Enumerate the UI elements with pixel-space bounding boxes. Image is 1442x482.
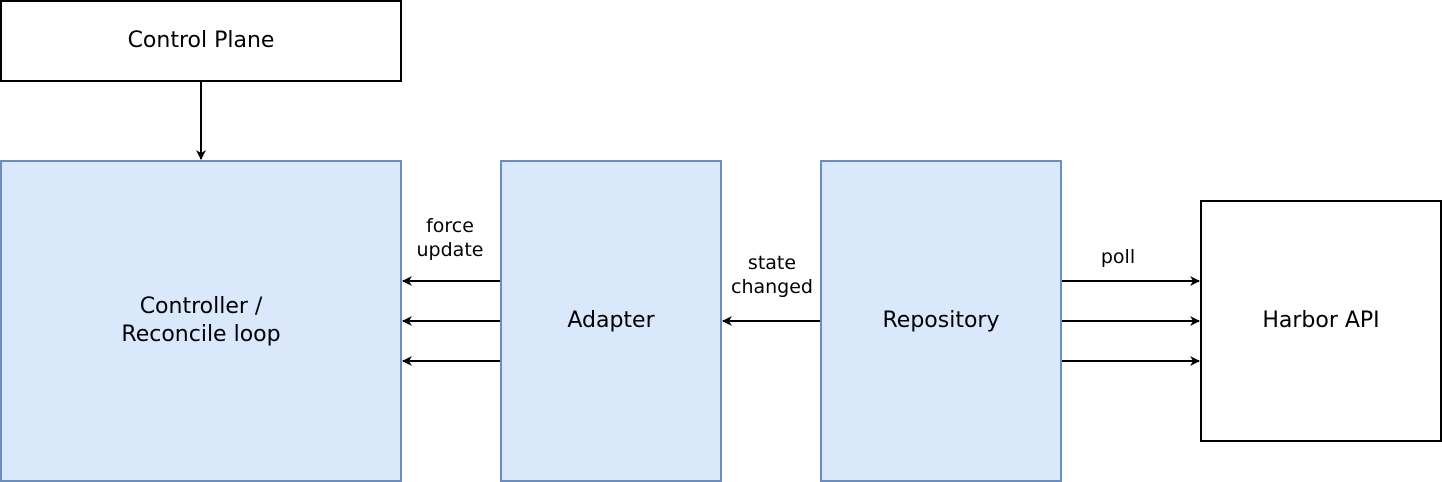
node-control-plane: Control Plane bbox=[0, 0, 402, 82]
node-harbor-api-label: Harbor API bbox=[1262, 308, 1380, 333]
edge-label-poll: poll bbox=[1100, 246, 1136, 268]
node-control-plane-label: Control Plane bbox=[127, 28, 275, 53]
node-repository-label: Repository bbox=[882, 308, 1000, 333]
node-repository: Repository bbox=[820, 160, 1062, 482]
node-controller: Controller / Reconcile loop bbox=[0, 160, 402, 482]
edge-label-force-update: force update bbox=[416, 215, 484, 261]
node-adapter-label: Adapter bbox=[567, 308, 655, 333]
node-harbor-api: Harbor API bbox=[1200, 200, 1442, 442]
node-controller-label: Controller / Reconcile loop bbox=[121, 294, 281, 347]
node-adapter: Adapter bbox=[500, 160, 722, 482]
edge-label-state-changed: state changed bbox=[731, 252, 813, 298]
